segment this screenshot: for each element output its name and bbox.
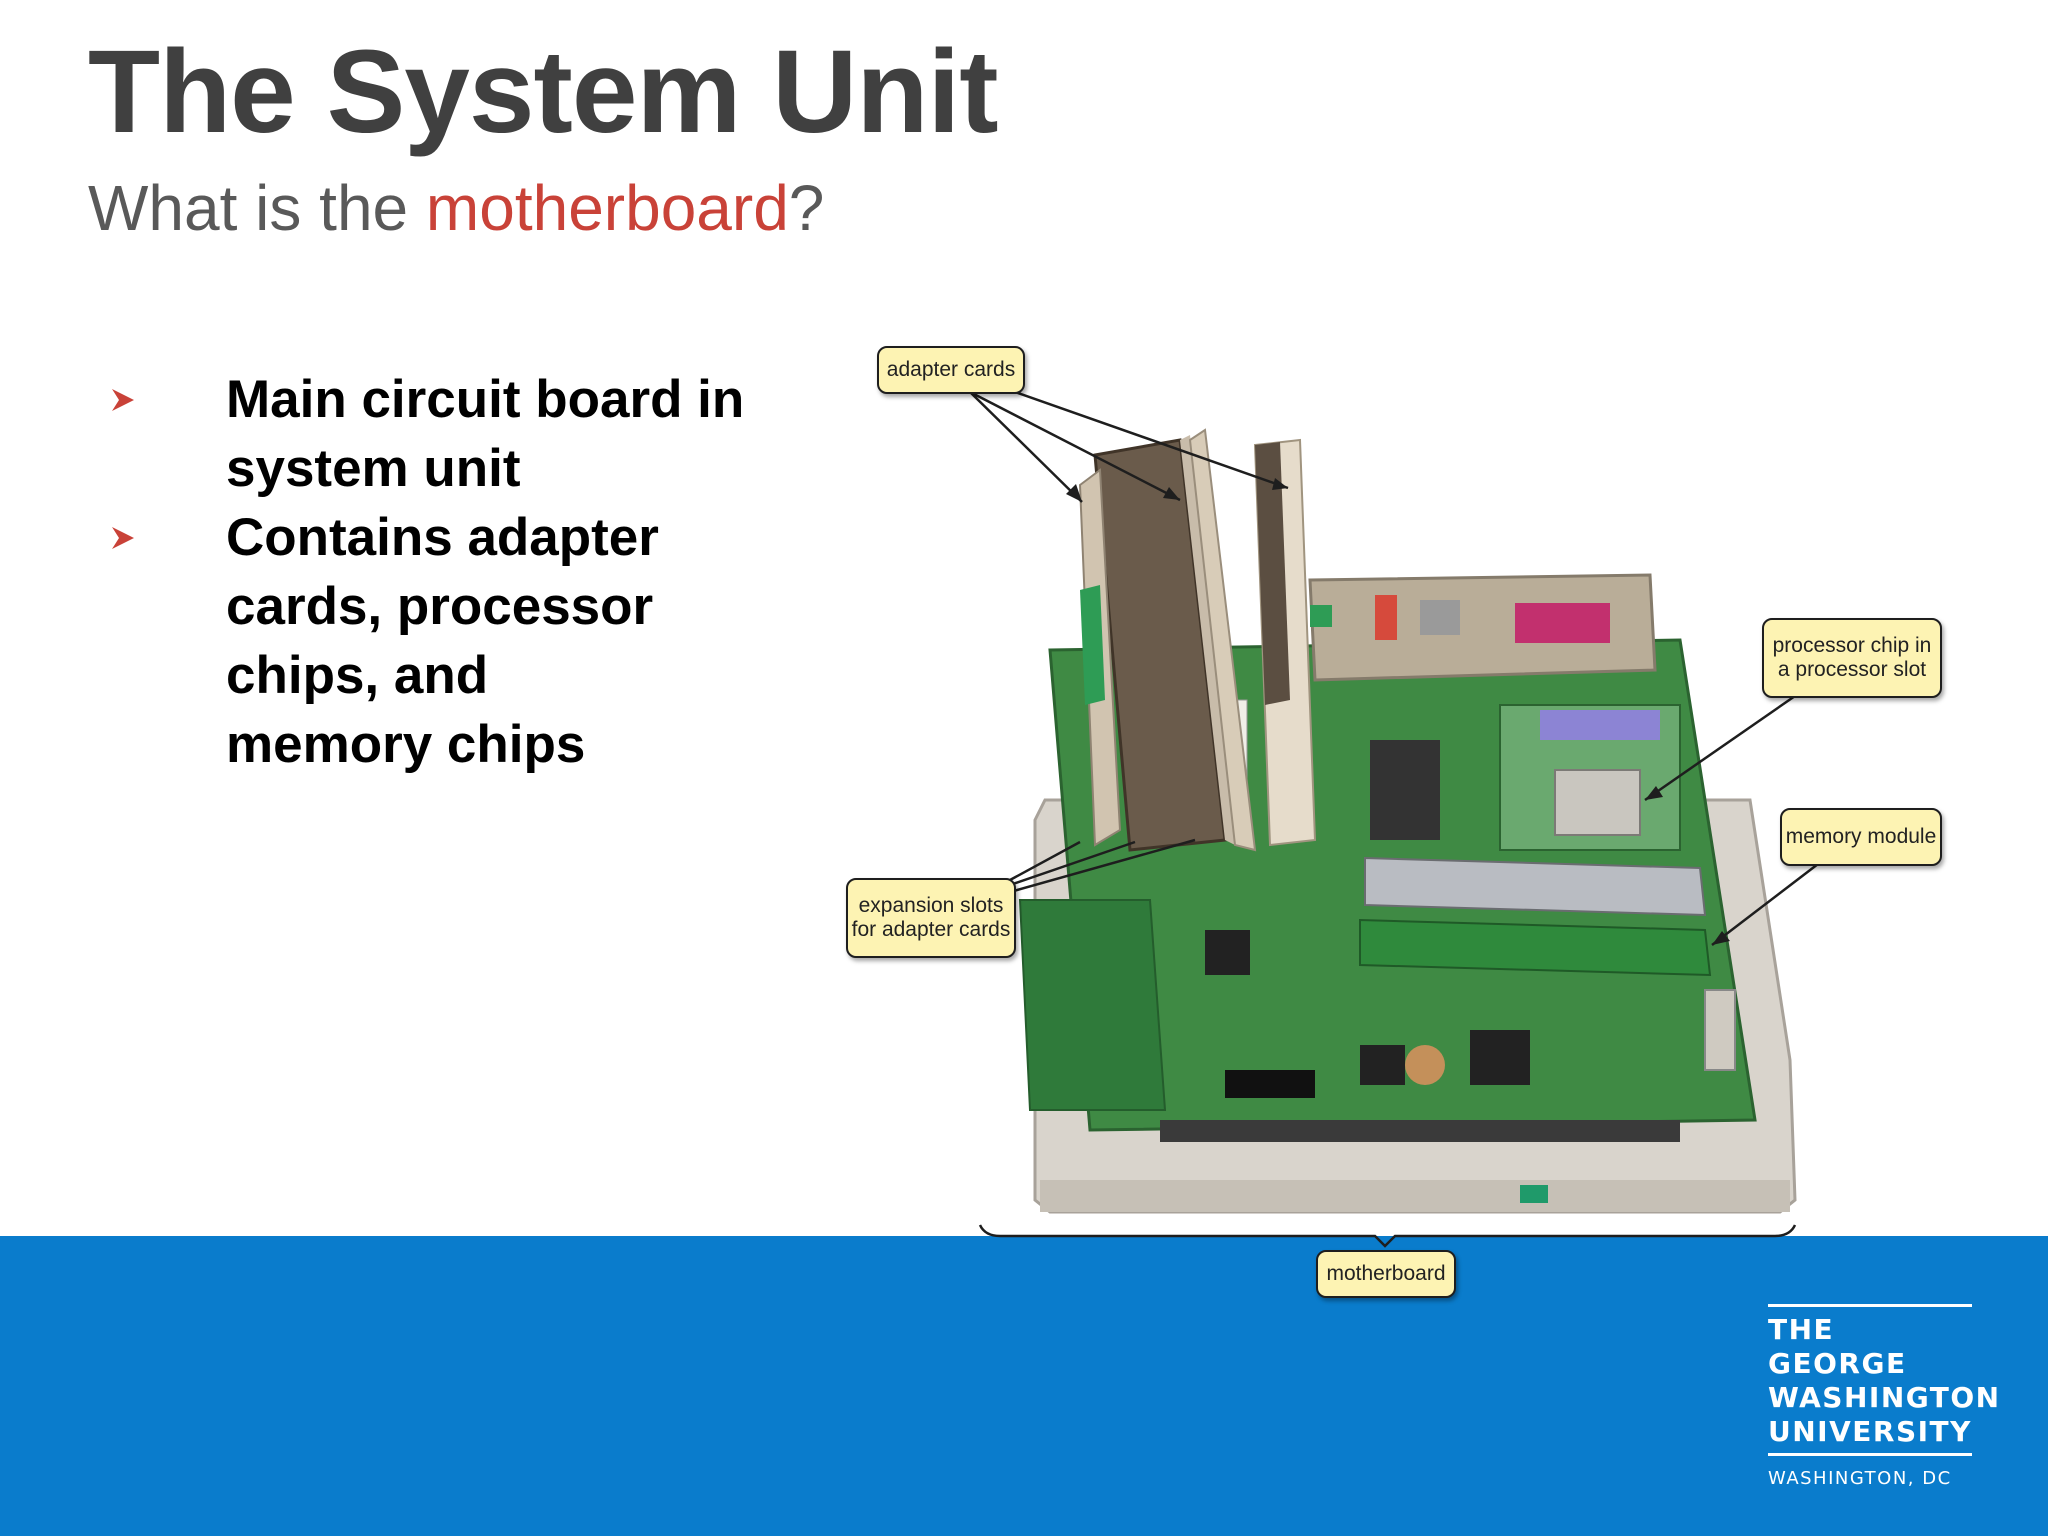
processor-chip-callout: processor chip in a processor slot <box>1762 618 1942 698</box>
bullet-line: cards, processor <box>226 577 654 636</box>
subtitle-suffix: ? <box>788 172 825 244</box>
logo-rule <box>1768 1304 1972 1307</box>
footer-band <box>0 1236 2048 1536</box>
university-logo: THE GEORGE WASHINGTON UNIVERSITY WASHING… <box>1768 1304 1999 1489</box>
expansion-slots-callout: expansion slots for adapter cards <box>846 878 1016 958</box>
bullet-line: Main circuit board in <box>226 370 745 429</box>
motherboard-callout: motherboard <box>1316 1250 1456 1298</box>
bullet-item: Contains adapter cards, processor chips,… <box>110 503 810 779</box>
logo-city: WASHINGTON, DC <box>1768 1468 1952 1489</box>
logo-name-line: WASHINGTON <box>1768 1381 2001 1414</box>
bullet-line: memory chips <box>226 715 586 774</box>
callout-line: a processor slot <box>1777 658 1927 681</box>
bullet-line: system unit <box>226 439 521 498</box>
callout-line: expansion slots <box>858 894 1004 917</box>
callout-line: for adapter cards <box>851 918 1011 941</box>
bullet-list: Main circuit board in system unit Contai… <box>110 365 810 779</box>
logo-name-line: UNIVERSITY <box>1768 1415 1972 1448</box>
memory-module-callout: memory module <box>1780 808 1942 866</box>
chevron-arrow-icon <box>112 389 134 411</box>
callout-line: processor chip in <box>1772 634 1932 657</box>
logo-rule <box>1768 1453 1972 1456</box>
bullet-item: Main circuit board in system unit <box>110 365 810 503</box>
bullet-line: chips, and <box>226 646 489 705</box>
logo-name: THE GEORGE WASHINGTON UNIVERSITY <box>1768 1313 1999 1449</box>
slide-subtitle: What is the motherboard? <box>88 170 824 247</box>
logo-name-line: THE GEORGE <box>1768 1313 1907 1380</box>
adapter-cards-callout: adapter cards <box>877 346 1025 394</box>
bullet-line: Contains adapter <box>226 508 659 567</box>
subtitle-prefix: What is the <box>88 172 426 244</box>
subtitle-highlight: motherboard <box>425 172 789 244</box>
chevron-arrow-icon <box>112 527 134 549</box>
slide-title: The System Unit <box>88 26 999 158</box>
